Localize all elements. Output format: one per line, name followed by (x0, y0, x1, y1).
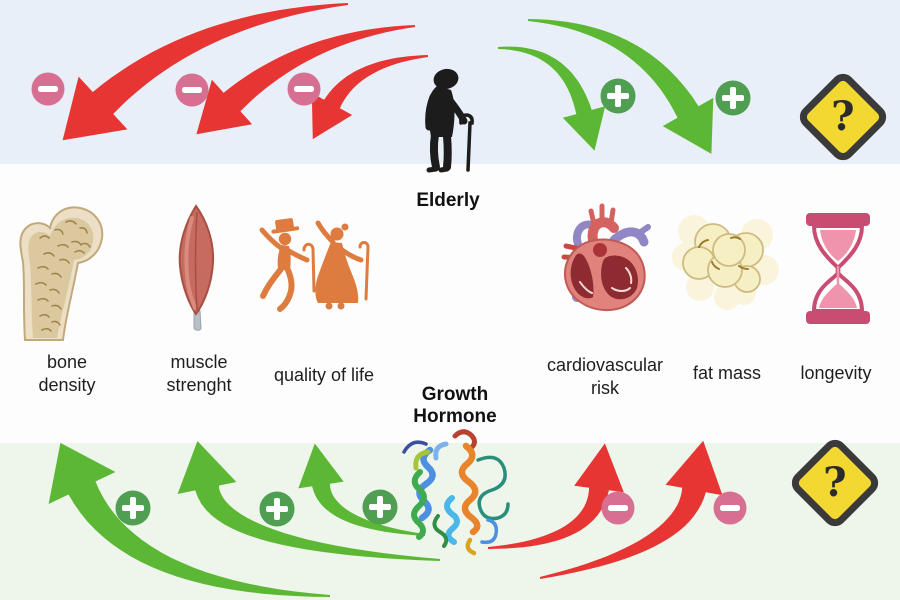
increase-arrow-icon (48, 442, 330, 597)
muscle-icon (178, 204, 215, 331)
bone-icon (19, 206, 104, 341)
label-longevity: longevity (800, 363, 872, 383)
minus-badge-icon (287, 72, 321, 106)
minus-badge-icon (31, 72, 65, 106)
plus-badge-icon (115, 490, 151, 526)
label-quality-of-life: quality of life (273, 365, 375, 385)
decrease-arrow-icon (311, 55, 429, 140)
plus-badge-icon (715, 80, 751, 116)
dancing-elderly-couple-icon (259, 218, 370, 312)
heart-icon (561, 203, 651, 312)
elderly-decrease-arrows (62, 3, 429, 141)
increase-arrow-icon (298, 443, 426, 536)
hourglass-icon (806, 213, 870, 324)
increase-arrow-icon (177, 441, 441, 561)
minus-badge-icon (175, 73, 209, 107)
decrease-arrow-icon (488, 443, 624, 549)
increase-arrow-icon (527, 19, 714, 154)
plus-badge-icon (259, 491, 295, 527)
increase-arrow-icon (498, 46, 606, 151)
growth-hormone-effects-band (0, 443, 900, 600)
plus-badge-icon (362, 489, 398, 525)
minus-badge-icon (601, 491, 635, 525)
label-muscle-strenght: muscle strenght (166, 352, 232, 395)
decrease-arrow-icon (539, 440, 723, 579)
question-mark-icon: ? (831, 93, 855, 140)
label-fat-mass: fat mass (692, 363, 762, 383)
plus-badge-icon (600, 78, 636, 114)
decrease-arrow-icon (62, 3, 349, 141)
minus-badge-icon (713, 491, 747, 525)
gh-increase-arrows (48, 441, 441, 597)
question-mark-icon: ? (823, 459, 847, 506)
fat-cells-icon (672, 215, 779, 310)
elderly-person-icon (425, 68, 474, 173)
decrease-arrow-icon (196, 25, 416, 135)
label-cardiovascular-risk: cardiovascular risk (546, 355, 664, 398)
elderly-increase-arrows (498, 19, 714, 154)
label-bone-density: bone density (38, 352, 96, 395)
growth-hormone-structure-icon (402, 429, 510, 556)
growth-hormone-title: Growth Hormone (413, 384, 497, 427)
gh-decrease-arrows (488, 440, 723, 579)
elderly-title: Elderly (416, 190, 480, 211)
